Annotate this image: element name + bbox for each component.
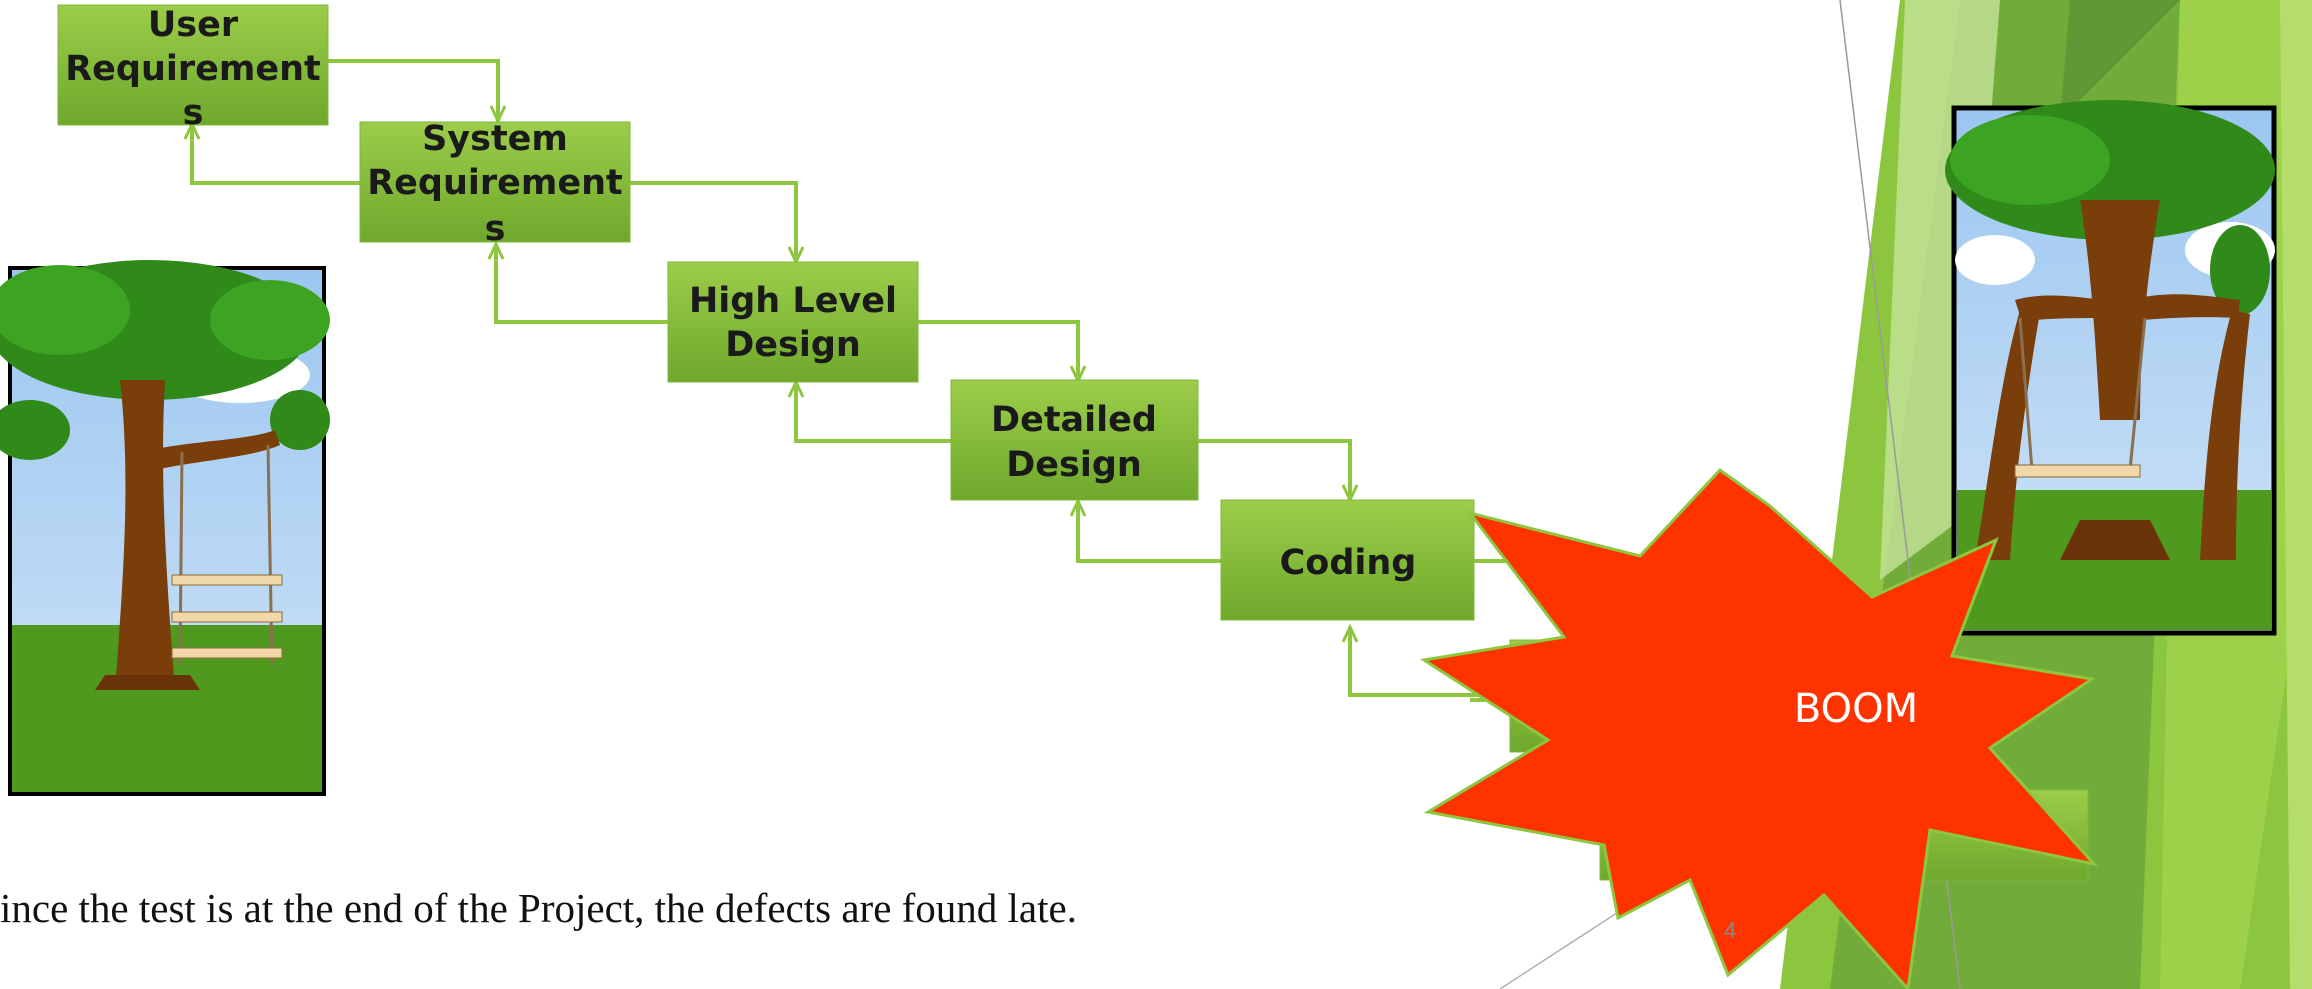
tree-swing-right-image: [1945, 100, 2277, 636]
tree-swing-left-image: [0, 260, 330, 796]
stage-label-line: s: [485, 209, 506, 249]
caption-text: ince the test is at the end of the Proje…: [0, 885, 1077, 931]
stage-box-high-level-design: High Level Design: [667, 261, 919, 383]
stage-label-line: Coding: [1280, 543, 1417, 583]
boom-label: BOOM: [1794, 686, 1918, 732]
slide-number: 4: [1724, 918, 1737, 943]
stage-label-line: Requirement: [65, 49, 321, 89]
stage-label-line: User: [148, 5, 239, 45]
stage-box-system-requirements: System Requirement s: [359, 119, 631, 249]
boom-burst: BOOM: [1419, 468, 2099, 989]
stage-box-user-requirements: User Requirement s: [57, 4, 329, 133]
stage-label-line: System: [422, 119, 568, 159]
stage-label-line: s: [183, 93, 204, 133]
stage-box-detailed-design: Detailed Design: [950, 379, 1199, 501]
stage-label-line: Design: [725, 325, 861, 365]
stage-label-line: High Level: [689, 281, 897, 321]
stage-label-line: Design: [1006, 445, 1142, 485]
stage-box-coding: Coding: [1220, 499, 1475, 621]
stage-label-line: Requirement: [367, 163, 623, 203]
stage-label-line: Detailed: [991, 400, 1157, 440]
